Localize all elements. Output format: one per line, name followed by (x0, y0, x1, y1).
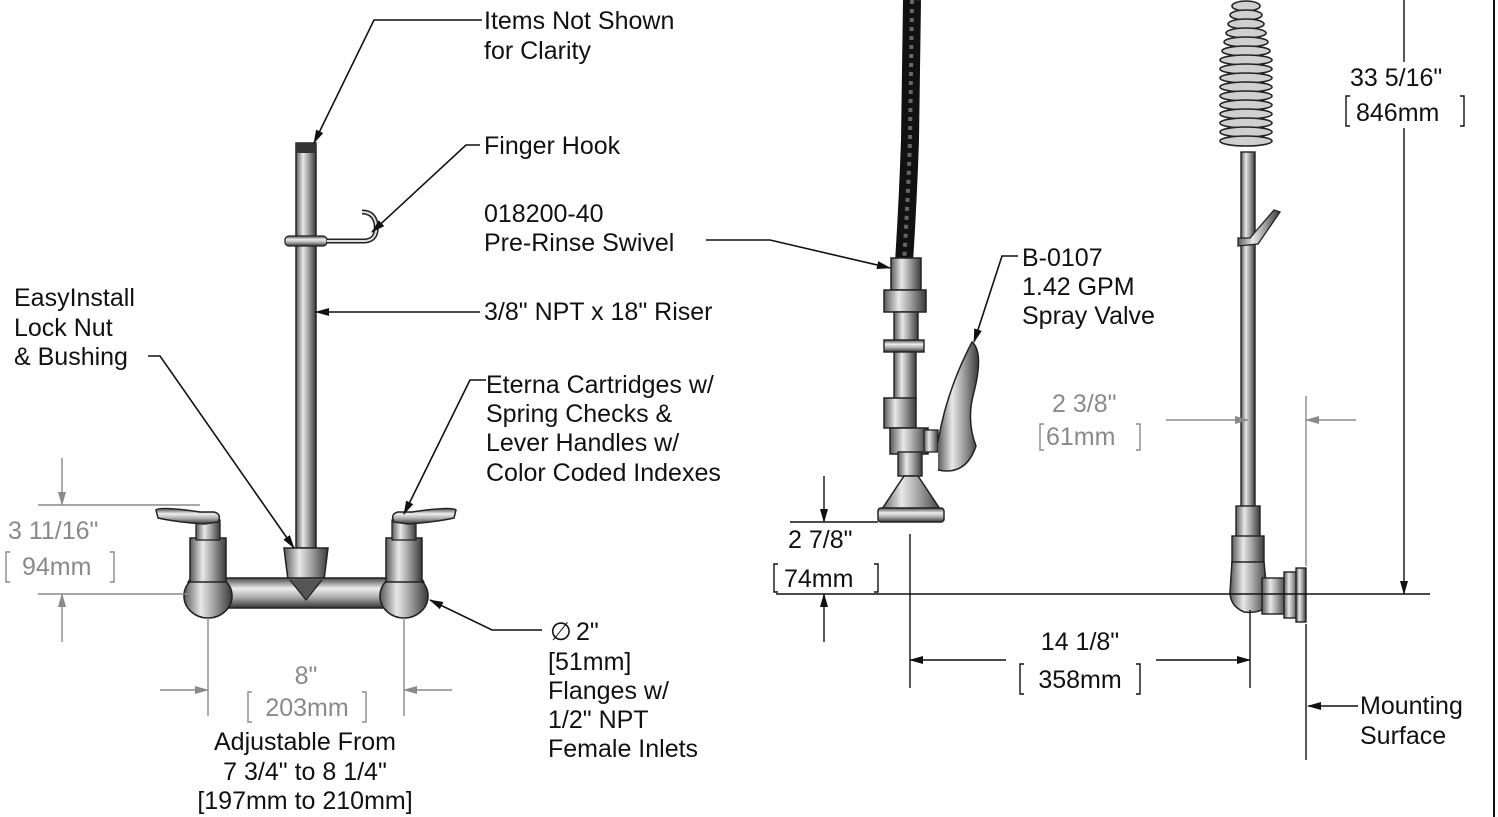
flanges-line5: Female Inlets (548, 735, 698, 763)
dim-spray-height: 2 7/8" 74mm (784, 526, 853, 593)
right-callout-leaders (706, 239, 1358, 710)
adjustable-line2: 7 3/4" to 8 1/4" (223, 758, 387, 786)
flanges-line1: 2" (576, 618, 599, 646)
callout-spray-valve: B-0107 1.42 GPM Spray Valve (1022, 244, 1155, 330)
callout-riser: 3/8" NPT x 18" Riser (484, 298, 712, 326)
total-height-imperial: 33 5/16" (1350, 64, 1442, 92)
items-not-shown-line1: Items Not Shown (484, 7, 674, 35)
mounting-line1: Mounting (1360, 692, 1463, 720)
dim-inlet-height: 3 11/16" 94mm (8, 517, 98, 581)
inlet-height-imperial: 3 11/16" (8, 517, 98, 545)
reach-metric: 358mm (1038, 666, 1121, 694)
callout-cartridges: Eterna Cartridges w/ Spring Checks & Lev… (486, 371, 721, 487)
wall-clearance-metric: 61mm (1046, 423, 1115, 451)
spray-valve-assembly (877, 0, 980, 523)
spring-coil (1219, 135, 1273, 147)
faucet-front-view (155, 142, 457, 619)
spray-height-metric: 74mm (784, 565, 853, 593)
wall-clearance-imperial: 2 3/8" (1052, 390, 1116, 418)
lock-nut-line3: & Bushing (14, 343, 128, 371)
reach-imperial: 14 1/8" (1041, 628, 1119, 656)
flanges-line3: Flanges w/ (548, 677, 669, 705)
spray-valve-name: Spray Valve (1022, 302, 1155, 330)
dim-centers: 8" 203mm (265, 662, 348, 722)
spray-valve-part-number: B-0107 (1022, 244, 1103, 272)
callout-swivel: 018200-40 Pre-Rinse Swivel (484, 200, 674, 257)
right-dimensions (773, 0, 1495, 817)
dim-wall-clearance: 2 3/8" 61mm (1046, 390, 1116, 451)
cartridges-line3: Lever Handles w/ (486, 429, 679, 457)
dim-total-height: 33 5/16" 846mm (1350, 64, 1442, 127)
dim-reach: 14 1/8" 358mm (1038, 628, 1121, 694)
spray-valve-flow: 1.42 GPM (1022, 273, 1135, 301)
cartridges-line4: Color Coded Indexes (486, 459, 721, 487)
flanges-line2: [51mm] (548, 648, 631, 676)
swivel-part-number: 018200-40 (484, 200, 604, 228)
callout-mounting-surface: Mounting Surface (1360, 692, 1463, 750)
adjustable-line1: Adjustable From (214, 728, 396, 756)
callout-adjustable: Adjustable From 7 3/4" to 8 1/4" [197mm … (197, 728, 412, 815)
cartridges-line1: Eterna Cartridges w/ (486, 371, 714, 399)
cartridges-line2: Spring Checks & (486, 400, 673, 428)
swivel-name: Pre-Rinse Swivel (484, 229, 674, 257)
faucet-side-view (1218, 0, 1307, 623)
left-callout-leaders (148, 19, 542, 631)
centers-imperial: 8" (295, 662, 318, 690)
callout-finger-hook: Finger Hook (484, 132, 621, 160)
callout-items-not-shown: Items Not Shown for Clarity (484, 7, 674, 65)
lock-nut-line2: Lock Nut (14, 314, 113, 342)
spray-height-imperial: 2 7/8" (788, 526, 852, 554)
adjustable-line3: [197mm to 210mm] (197, 787, 412, 815)
flanges-line4: 1/2" NPT (548, 706, 649, 734)
mounting-line2: Surface (1360, 722, 1446, 750)
left-dimensions (5, 458, 452, 723)
diameter-symbol: ∅ (550, 618, 572, 646)
callout-lock-nut: EasyInstall Lock Nut & Bushing (14, 284, 135, 371)
items-not-shown-line2: for Clarity (484, 37, 591, 65)
centers-metric: 203mm (265, 694, 348, 722)
inlet-height-metric: 94mm (22, 553, 91, 581)
lock-nut-line1: EasyInstall (14, 284, 135, 312)
total-height-metric: 846mm (1356, 99, 1439, 127)
callout-flanges: ∅ 2" [51mm] Flanges w/ 1/2" NPT Female I… (548, 618, 698, 763)
